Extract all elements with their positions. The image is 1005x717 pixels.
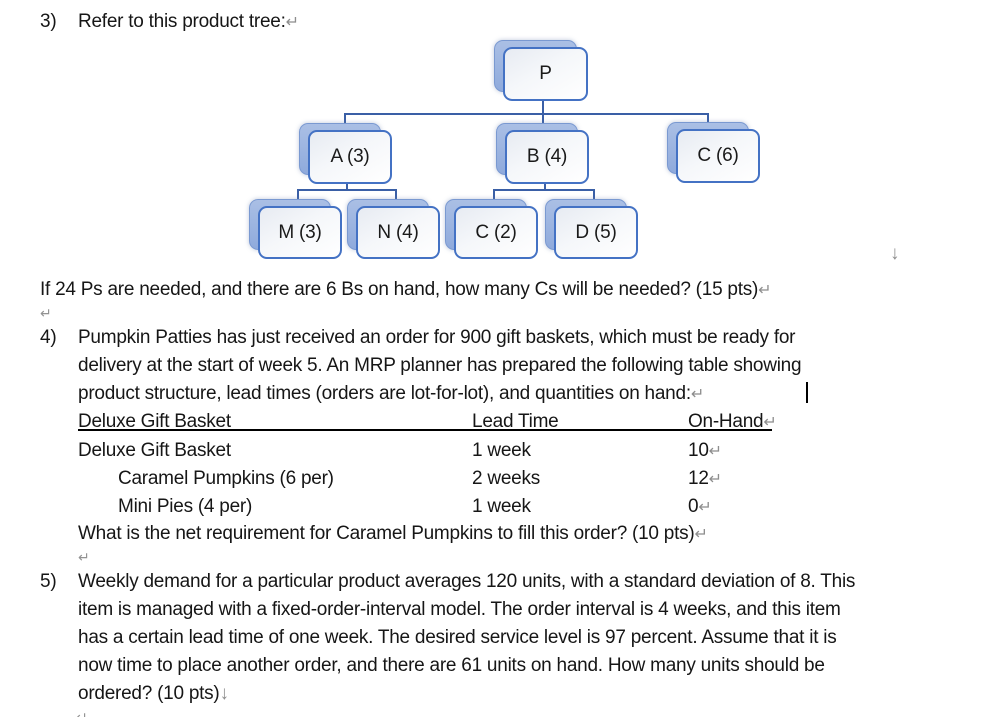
q3-question: If 24 Ps are needed, and there are 6 Bs … (40, 276, 772, 305)
tree-node-d5: D (5) (545, 199, 638, 259)
table-header-item: Deluxe Gift Basket (78, 411, 231, 432)
tree-node-label: C (2) (475, 221, 517, 243)
down-arrow-icon: ↓ (890, 243, 900, 264)
return-mark-icon: ↵ (285, 14, 300, 31)
text-cursor (806, 382, 808, 403)
table-cell-item: Caramel Pumpkins (6 per) (118, 468, 334, 489)
table-cell-item: Deluxe Gift Basket (78, 440, 231, 461)
connector-line (297, 189, 397, 191)
q4-number: 4) (40, 327, 57, 348)
q5-line-4: now time to place another order, and the… (78, 655, 825, 676)
connector-line (297, 189, 299, 207)
connector-line (493, 189, 595, 191)
q3-number: 3) (40, 11, 57, 32)
q3-heading: Refer to this product tree:↵ (78, 8, 299, 37)
table-cell-onhand-text: 10 (688, 440, 709, 461)
connector-line (395, 189, 397, 207)
tree-node-n: N (4) (347, 199, 440, 259)
q4-question-text: What is the net requirement for Caramel … (78, 523, 695, 544)
return-mark-icon: ↵ (763, 414, 777, 431)
q5-line-3: has a certain lead time of one week. The… (78, 627, 837, 648)
q4-question: What is the net requirement for Caramel … (78, 520, 708, 549)
tree-node-label: C (6) (697, 145, 739, 166)
tree-node-m: M (3) (249, 199, 342, 259)
tree-node-label: M (3) (278, 221, 322, 243)
empty-paragraph-mark: ↵ (78, 549, 90, 565)
table-cell-lead: 1 week (472, 440, 531, 461)
tree-node-label: D (5) (575, 221, 617, 243)
return-mark-icon: ↵ (694, 526, 708, 543)
table-cell-onhand: 12↵ (688, 465, 722, 494)
return-mark-icon: ↵ (708, 471, 723, 488)
q3-heading-text: Refer to this product tree: (78, 11, 286, 32)
tree-node-a: A (3) (299, 123, 392, 184)
table-cell-onhand-text: 12 (688, 468, 709, 489)
table-cell-lead: 1 week (472, 496, 531, 517)
return-mark-icon: ↵ (698, 499, 712, 516)
connector-line (593, 189, 595, 207)
connector-line (542, 113, 544, 132)
q3-question-text: If 24 Ps are needed, and there are 6 Bs … (40, 279, 759, 300)
tree-node-label: N (4) (377, 221, 419, 243)
q4-line-3-text: product structure, lead times (orders ar… (78, 383, 691, 404)
q5-line-2: item is managed with a fixed-order-inter… (78, 599, 841, 620)
q5-line-1: Weekly demand for a particular product a… (78, 571, 856, 592)
table-header-underline (78, 429, 772, 431)
connector-line (346, 180, 348, 191)
table-cell-onhand-text: 0 (688, 496, 699, 517)
table-cell-onhand: 10↵ (688, 437, 722, 466)
table-cell-item: Mini Pies (4 per) (118, 496, 253, 517)
table-header-onhand: On-Hand↵ (688, 408, 777, 437)
connector-line (544, 180, 546, 191)
tree-node-c6: C (6) (667, 122, 760, 183)
empty-paragraph-mark: ↵ (40, 305, 52, 321)
connector-line (344, 113, 709, 115)
connector-line (542, 97, 544, 115)
table-cell-lead: 2 weeks (472, 468, 540, 489)
table-header-lead: Lead Time (472, 411, 559, 432)
tree-node-c2: C (2) (445, 199, 538, 259)
return-mark-icon: ↵ (690, 386, 705, 403)
connector-line (344, 113, 346, 132)
tree-node-b: B (4) (496, 123, 589, 184)
q5-line-5: ordered? (10 pts)↓ (78, 680, 229, 708)
return-mark-icon: ↵ (758, 282, 772, 299)
q4-line-2: delivery at the start of week 5. An MRP … (78, 355, 802, 376)
down-arrow-icon: ↓ (219, 683, 230, 704)
tree-node-label: A (3) (330, 146, 370, 167)
empty-paragraph-mark: ↵ (76, 709, 88, 717)
q4-line-3: product structure, lead times (orders ar… (78, 380, 704, 409)
table-cell-onhand: 0↵ (688, 493, 712, 522)
tree-node-label: P (539, 63, 552, 84)
q5-number: 5) (40, 571, 57, 592)
connector-line (493, 189, 495, 207)
tree-node-label: B (4) (526, 146, 568, 167)
q4-line-1: Pumpkin Patties has just received an ord… (78, 327, 796, 348)
table-header-onhand-text: On-Hand (688, 411, 764, 432)
tree-node-p: P (494, 40, 588, 101)
q5-line-5-text: ordered? (10 pts) (78, 683, 220, 704)
return-mark-icon: ↵ (708, 443, 723, 460)
